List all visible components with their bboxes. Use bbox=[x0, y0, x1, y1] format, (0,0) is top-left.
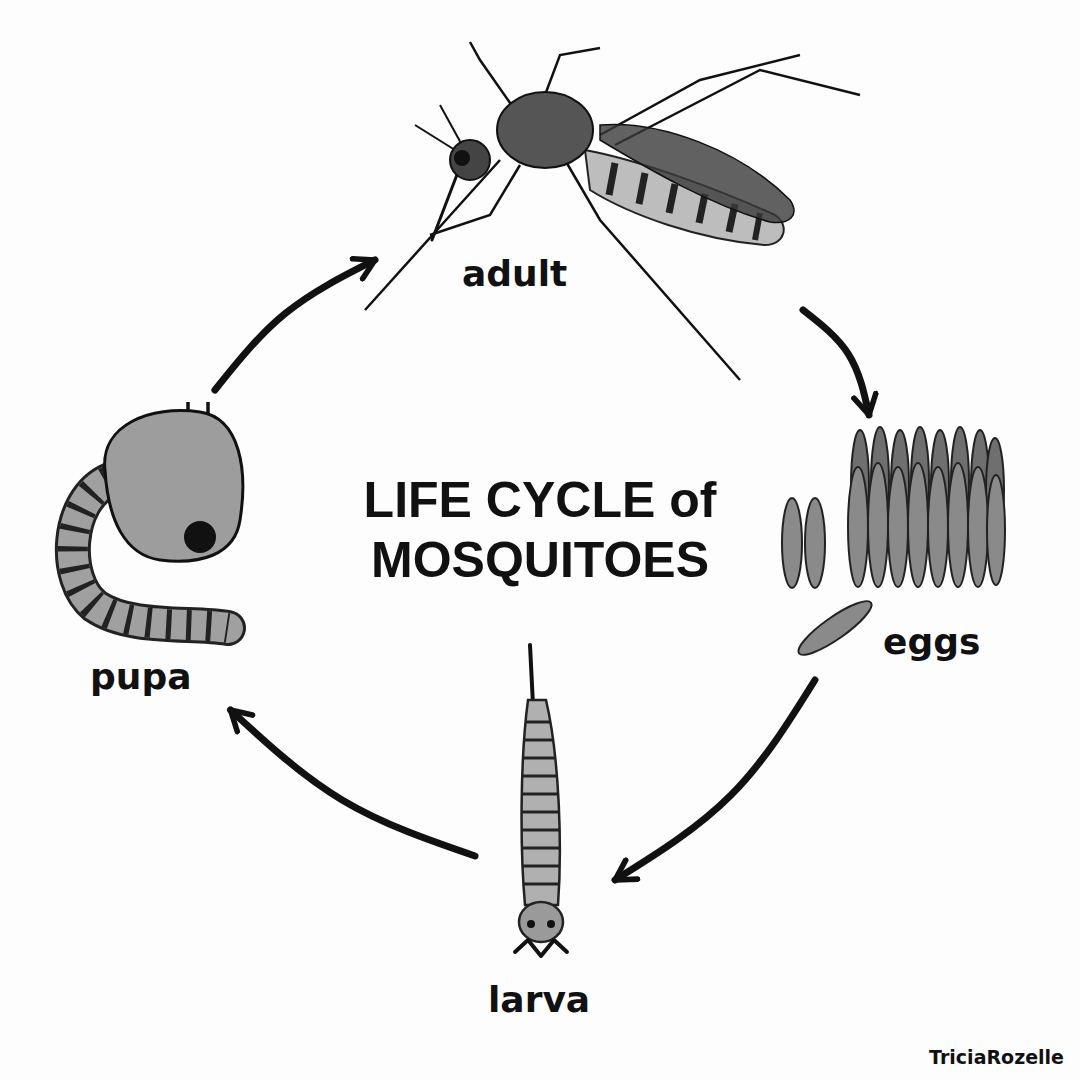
egg bbox=[928, 467, 948, 587]
larva-segment-line bbox=[515, 883, 565, 886]
larva-segment-line bbox=[515, 793, 565, 796]
stage-node: eggs bbox=[775, 420, 1010, 675]
stage-node: larva bbox=[480, 640, 610, 1040]
larva-siphon bbox=[530, 645, 533, 705]
abdomen-stripe bbox=[639, 173, 645, 204]
mosquito-wing bbox=[600, 124, 794, 222]
mosquito-antenna bbox=[415, 125, 455, 150]
mosquito-leg bbox=[600, 55, 800, 135]
mosquito-head bbox=[450, 140, 490, 180]
pupa-eye bbox=[184, 521, 216, 553]
diagram-title: LIFE CYCLE of MOSQUITOES bbox=[330, 470, 750, 590]
larva-figure bbox=[515, 645, 567, 956]
abdomen-stripe bbox=[609, 163, 615, 195]
cycle-arrow bbox=[615, 680, 815, 880]
artist-signature: TriciaRozelle bbox=[929, 1046, 1064, 1068]
abdomen-stripe bbox=[699, 194, 705, 223]
larva-segment-line bbox=[515, 775, 565, 778]
larva-segment-line bbox=[515, 739, 565, 742]
egg bbox=[793, 594, 878, 662]
larva-eye bbox=[547, 920, 555, 928]
larva-segment-line bbox=[515, 865, 565, 868]
larva-segment-line bbox=[515, 847, 565, 850]
mosquito-eye bbox=[454, 150, 470, 166]
egg bbox=[868, 463, 888, 587]
mosquito-leg bbox=[545, 48, 600, 95]
egg bbox=[782, 498, 802, 588]
abdomen-stripe bbox=[669, 184, 675, 213]
pupa-figure bbox=[73, 402, 243, 628]
larva-segment-line bbox=[515, 721, 565, 724]
larva-segment-line bbox=[515, 811, 565, 814]
egg bbox=[968, 467, 988, 587]
egg bbox=[948, 463, 968, 587]
larva-body bbox=[522, 700, 560, 905]
egg bbox=[987, 475, 1005, 585]
stage-node: pupa bbox=[55, 395, 250, 705]
label-box: TriciaRozelle bbox=[929, 1046, 1064, 1068]
mosquito-antenna bbox=[440, 105, 462, 145]
larva-segments bbox=[515, 722, 565, 884]
mosquito-leg bbox=[470, 42, 515, 110]
larva-head bbox=[519, 902, 563, 942]
title-box: LIFE CYCLE of MOSQUITOES bbox=[330, 470, 750, 590]
adult-mosquito bbox=[365, 42, 860, 380]
larva-segment-line bbox=[515, 757, 565, 760]
larva-mouth-brushes bbox=[515, 940, 567, 956]
cycle-arrow bbox=[803, 310, 869, 415]
larva-eye bbox=[527, 920, 535, 928]
stage-label: adult bbox=[462, 252, 567, 295]
cycle-arrow bbox=[215, 260, 375, 390]
stage-label: pupa bbox=[90, 655, 191, 698]
larva-segment-line bbox=[515, 829, 565, 832]
cycle-arrow bbox=[231, 710, 476, 856]
egg bbox=[848, 467, 868, 587]
egg-cluster bbox=[782, 427, 1005, 662]
stage-node: adult bbox=[380, 40, 830, 305]
pupa-cephalothorax bbox=[105, 411, 243, 562]
stage-label: eggs bbox=[883, 620, 980, 663]
egg bbox=[805, 498, 825, 588]
mosquito-thorax bbox=[497, 92, 593, 168]
egg bbox=[888, 467, 908, 587]
stage-label: larva bbox=[488, 978, 590, 1021]
egg bbox=[908, 463, 928, 587]
mosquito-proboscis bbox=[432, 172, 458, 240]
